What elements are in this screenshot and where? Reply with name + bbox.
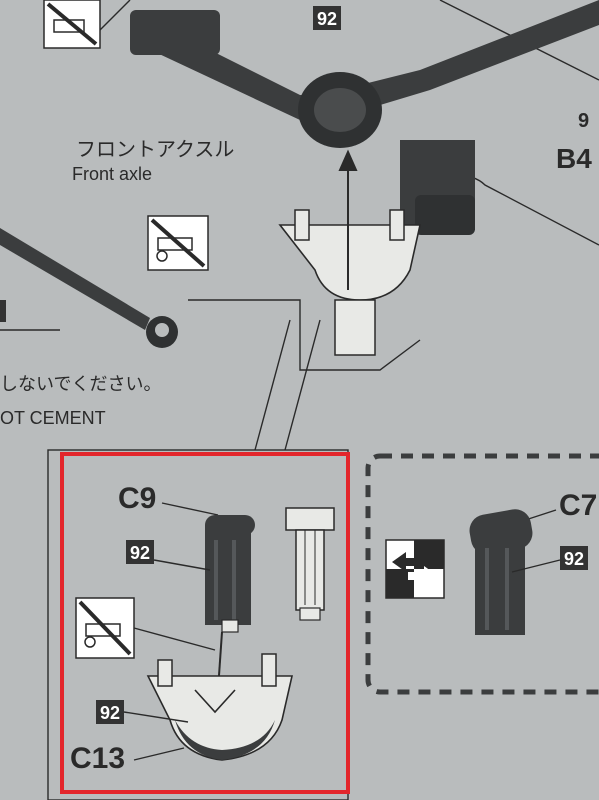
no-cement-icon xyxy=(147,215,209,271)
axle-end-left xyxy=(130,10,220,55)
tie-rod-left xyxy=(0,228,178,348)
axle-shaft xyxy=(130,0,599,235)
part-code-badge-c9: 92 xyxy=(126,540,211,571)
alternate-parts-box xyxy=(365,453,599,695)
no-cement-warning-jp: しないでください。 xyxy=(0,374,161,394)
part-c7 xyxy=(469,509,533,635)
part-code-badge-c13: 92 xyxy=(96,700,189,724)
svg-text:92: 92 xyxy=(130,543,150,563)
part-code-badge-c7: 92 xyxy=(511,546,588,573)
part-c13 xyxy=(146,653,294,761)
svg-text:92: 92 xyxy=(317,9,337,29)
part-code-badge-left-edge xyxy=(0,300,6,322)
svg-text:B4: B4 xyxy=(556,143,592,174)
part-light-shaft xyxy=(285,507,335,621)
part-label-c13: C13 xyxy=(70,742,125,775)
front-axle-label-en: Front axle xyxy=(72,164,152,184)
no-cement-icon xyxy=(43,0,101,49)
leader-c9 xyxy=(161,502,219,516)
part-code-badge-top: 92 xyxy=(313,6,341,30)
part-c9 xyxy=(205,515,255,633)
no-cement-icon xyxy=(75,597,135,659)
guide-lines xyxy=(0,0,599,451)
gearbox-housing-upper xyxy=(278,209,421,356)
svg-text:92: 92 xyxy=(564,549,584,569)
assembly-arrow-up xyxy=(338,149,358,290)
leader-c13 xyxy=(133,747,185,761)
part-label-c7: C7 xyxy=(559,489,597,522)
alternate-parts-arrows-icon xyxy=(385,539,445,599)
svg-text:9: 9 xyxy=(578,110,589,132)
no-cement-warning-en: OT CEMENT xyxy=(0,408,106,428)
highlight-box xyxy=(60,452,350,794)
svg-text:92: 92 xyxy=(100,703,120,723)
part-label-c9: C9 xyxy=(118,482,156,515)
leader-no-cement xyxy=(133,627,216,651)
part-code-badge-right: 9 B4 xyxy=(556,110,592,174)
front-axle-label-jp: フロントアクスル xyxy=(76,138,234,161)
